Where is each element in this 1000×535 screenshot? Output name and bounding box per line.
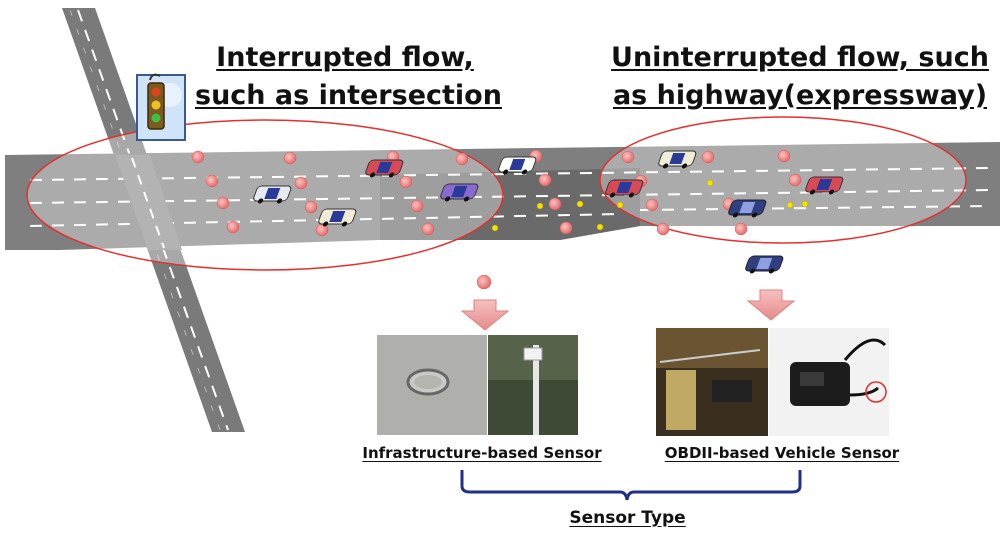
sensor-dot [548, 197, 562, 211]
sensor-dot [294, 176, 308, 190]
sensor-dot [191, 150, 205, 164]
sensor-dot [205, 174, 219, 188]
interrupted-flow-title-line1: Interrupted flow, [216, 42, 474, 73]
probe-dot [616, 201, 624, 209]
sensor-dot [777, 149, 791, 163]
sensor-dot [621, 150, 635, 164]
sensor-dot [455, 152, 469, 166]
sensor-dot [226, 220, 240, 234]
car-icon [440, 183, 479, 202]
uninterrupted-flow-title-line1: Uninterrupted flow, such [611, 42, 989, 73]
arrow-down-icon [460, 299, 510, 331]
probe-dot [536, 202, 544, 210]
obd-install-photo [656, 328, 768, 436]
infrastructure-sensor-dots [191, 149, 802, 290]
car-icon [253, 185, 292, 204]
car-icon [605, 179, 644, 198]
sensor-dot [283, 151, 297, 165]
probe-dot [596, 223, 604, 231]
intersection [115, 155, 182, 250]
sensor-dot [645, 198, 659, 212]
sensor-dot [216, 196, 230, 210]
sensor-dot [304, 200, 318, 214]
obd-device-photo [769, 328, 889, 436]
interrupted-flow-title-line2: such as intersection [195, 80, 502, 111]
arrow-down-icon [746, 289, 796, 321]
car-icon [728, 199, 767, 218]
car-icon [498, 156, 537, 175]
sensor-dot [421, 222, 435, 236]
vehicles [253, 150, 844, 274]
probe-dot [706, 179, 714, 187]
sensor-dot [410, 199, 424, 213]
obd-sensor-label: OBDII-based Vehicle Sensor [664, 444, 900, 462]
car-icon [745, 255, 784, 274]
car-icon [365, 159, 404, 178]
probe-vehicle-dots [491, 179, 809, 232]
car-icon [805, 176, 844, 195]
sensor-dot [656, 222, 670, 236]
sensor-dot [788, 173, 802, 187]
uninterrupted-flow-zone [599, 116, 967, 244]
roadside-pole-photo [488, 335, 578, 435]
probe-dot [491, 224, 499, 232]
infrastructure-sensor-photo [377, 335, 487, 435]
sensor-dot [399, 175, 413, 189]
sensor-dot [538, 173, 552, 187]
sensor-type-bracket [460, 470, 802, 501]
probe-dot [786, 201, 794, 209]
probe-dot [576, 200, 584, 208]
sensor-dot [701, 150, 715, 164]
sensor-dot [734, 222, 748, 236]
uninterrupted-flow-title-line2: as highway(expressway) [612, 80, 988, 111]
car-icon [318, 208, 357, 227]
sensor-dot [476, 274, 492, 290]
traffic-light-icon [136, 73, 186, 141]
car-icon [658, 150, 697, 169]
probe-dot [801, 200, 809, 208]
sensor-dot [559, 221, 573, 235]
infrastructure-sensor-label: Infrastructure-based Sensor [362, 444, 602, 462]
sensor-type-label: Sensor Type [569, 508, 686, 528]
